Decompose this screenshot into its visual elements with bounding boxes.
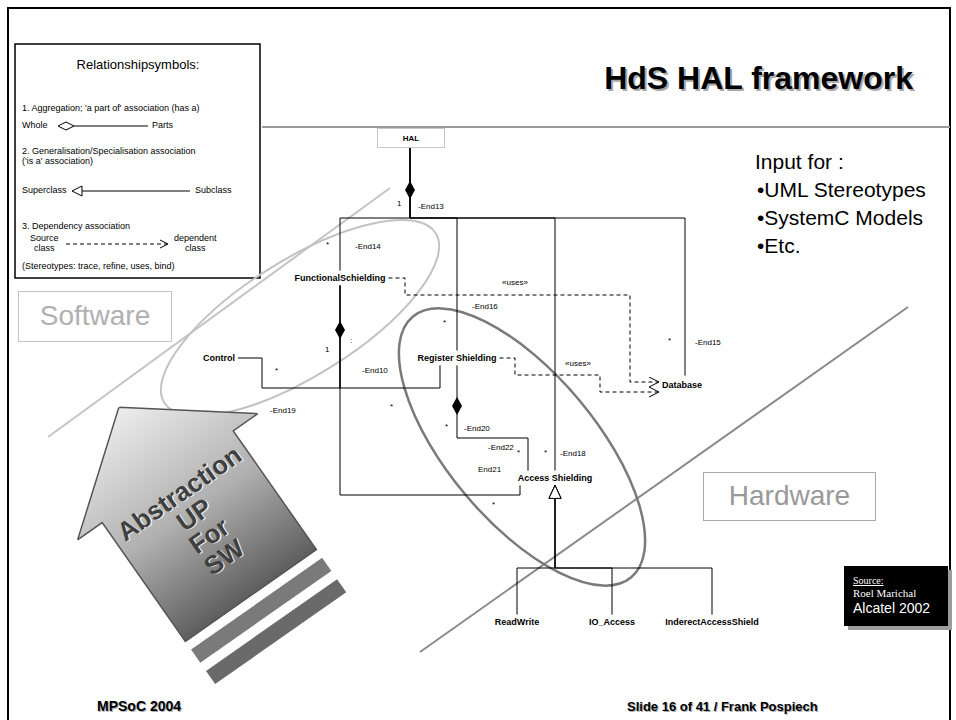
legend-term: dependent class	[174, 233, 217, 254]
generalization-arrow	[555, 485, 612, 614]
association-line	[238, 285, 340, 388]
multiplicity: *	[326, 240, 329, 249]
composition-diamond	[335, 321, 345, 339]
header-rule	[262, 126, 950, 128]
role-name: -End19	[270, 406, 296, 415]
association-line	[457, 365, 528, 470]
stereotype-label: «uses»	[500, 278, 530, 288]
abstraction-arrow: Abstraction UP For SW	[29, 344, 381, 716]
composition-diamond	[452, 397, 462, 415]
association-line	[340, 285, 520, 495]
class-name: InderectAccessShield	[662, 615, 762, 630]
role-name: -End14	[355, 242, 381, 251]
class-name: IO_Access	[586, 615, 638, 630]
dependency-sample-line	[66, 244, 167, 245]
class-name: ReadWrite	[492, 615, 542, 630]
multiplicity: *	[275, 366, 278, 375]
package-label: HAL	[377, 128, 445, 148]
bullet-item: •UML Stereotypes	[757, 178, 926, 202]
multiplicity: :	[350, 336, 352, 345]
role-name: -End18	[560, 449, 586, 458]
association-line	[410, 148, 555, 471]
class-name: Register Shielding	[414, 351, 499, 366]
aggregation-sample	[58, 122, 74, 130]
node-text: IO_Access	[589, 617, 635, 628]
node-text: HAL	[403, 134, 419, 143]
multiplicity: *	[517, 448, 520, 457]
generalization-arrow	[555, 485, 712, 614]
source-note: Roel Marichal	[853, 587, 939, 600]
generalization-arrow	[517, 485, 555, 614]
source-note: Source:	[853, 575, 939, 587]
class-name: Access Shielding	[515, 471, 596, 486]
dependency-sample-head	[160, 240, 168, 248]
class-name: Control	[200, 351, 238, 366]
footer-text: MPSoC 2004	[97, 698, 181, 714]
node-text: InderectAccessShield	[665, 617, 759, 628]
node-text: Control	[203, 353, 235, 364]
multiplicity: 1	[397, 199, 401, 208]
region-box: Hardware	[703, 472, 876, 521]
node-text: Register Shielding	[417, 353, 496, 364]
footer-text: Slide 16 of 41 / Frank Pospiech	[627, 700, 818, 715]
aggregation-sample-line	[74, 126, 148, 127]
slide-title: HdS HAL framework	[604, 60, 913, 97]
multiplicity: *	[544, 448, 547, 457]
legend-term: Superclass	[22, 185, 67, 195]
node-text: ReadWrite	[495, 617, 539, 628]
role-name: End21	[478, 465, 501, 474]
legend-note: (Stereotypes: trace, refine, uses, bind)	[22, 261, 175, 271]
node-text: Database	[662, 380, 702, 391]
input-heading: Input for :	[755, 150, 844, 174]
association-line	[410, 148, 685, 376]
source-box: Source:Roel MarichalAlcatel 2002	[844, 566, 948, 626]
multiplicity: *	[492, 500, 495, 509]
composition-diamond	[405, 181, 415, 199]
multiplicity: *	[390, 402, 393, 411]
legend-item: 2. Generalisation/Specialisation associa…	[22, 146, 202, 167]
bullet-item: •Etc.	[757, 234, 801, 258]
node-text: Software	[40, 300, 151, 332]
legend-term: Subclass	[195, 185, 232, 195]
role-name: -End10	[362, 366, 388, 375]
role-name: -End13	[418, 202, 444, 211]
node-text: Hardware	[729, 480, 850, 512]
multiplicity: *	[443, 318, 446, 327]
role-name: -End15	[695, 338, 721, 347]
class-name: Database	[659, 376, 705, 395]
hardware-group-ellipse	[356, 269, 688, 625]
bullet-item: •SystemC Models	[757, 206, 923, 230]
node-text: FunctionalSchielding	[294, 273, 385, 284]
stereotype-label: «uses»	[563, 359, 593, 369]
legend-frame	[15, 44, 260, 278]
multiplicity: *	[668, 336, 671, 345]
role-name: -End16	[472, 302, 498, 311]
legend-heading: Relationshipsymbols:	[77, 58, 200, 73]
generalisation-sample-line	[82, 191, 190, 192]
legend-item: 3. Dependency association	[22, 221, 130, 231]
generalisation-sample	[72, 186, 82, 196]
legend-term: Source class	[30, 233, 59, 254]
dependency-arrow	[389, 278, 659, 382]
association-line	[340, 148, 410, 271]
slide-frame	[8, 8, 950, 720]
dependency-arrow	[500, 358, 659, 392]
legend-item: 1. Aggregation; 'a part of' association …	[22, 103, 200, 113]
multiplicity: *	[445, 422, 448, 431]
legend-term: Whole	[22, 120, 48, 130]
class-name: FunctionalSchielding	[291, 271, 388, 286]
multiplicity: 1	[325, 345, 329, 354]
role-name: -End22	[488, 443, 514, 452]
source-note: Alcatel 2002	[853, 600, 939, 617]
association-line	[340, 285, 440, 388]
role-name: -End20	[464, 424, 490, 433]
node-text: Access Shielding	[518, 473, 593, 484]
arrow-tail-bar	[206, 579, 346, 684]
region-box: Software	[18, 291, 172, 342]
association-line	[410, 148, 457, 351]
legend-term: Parts	[152, 120, 173, 130]
